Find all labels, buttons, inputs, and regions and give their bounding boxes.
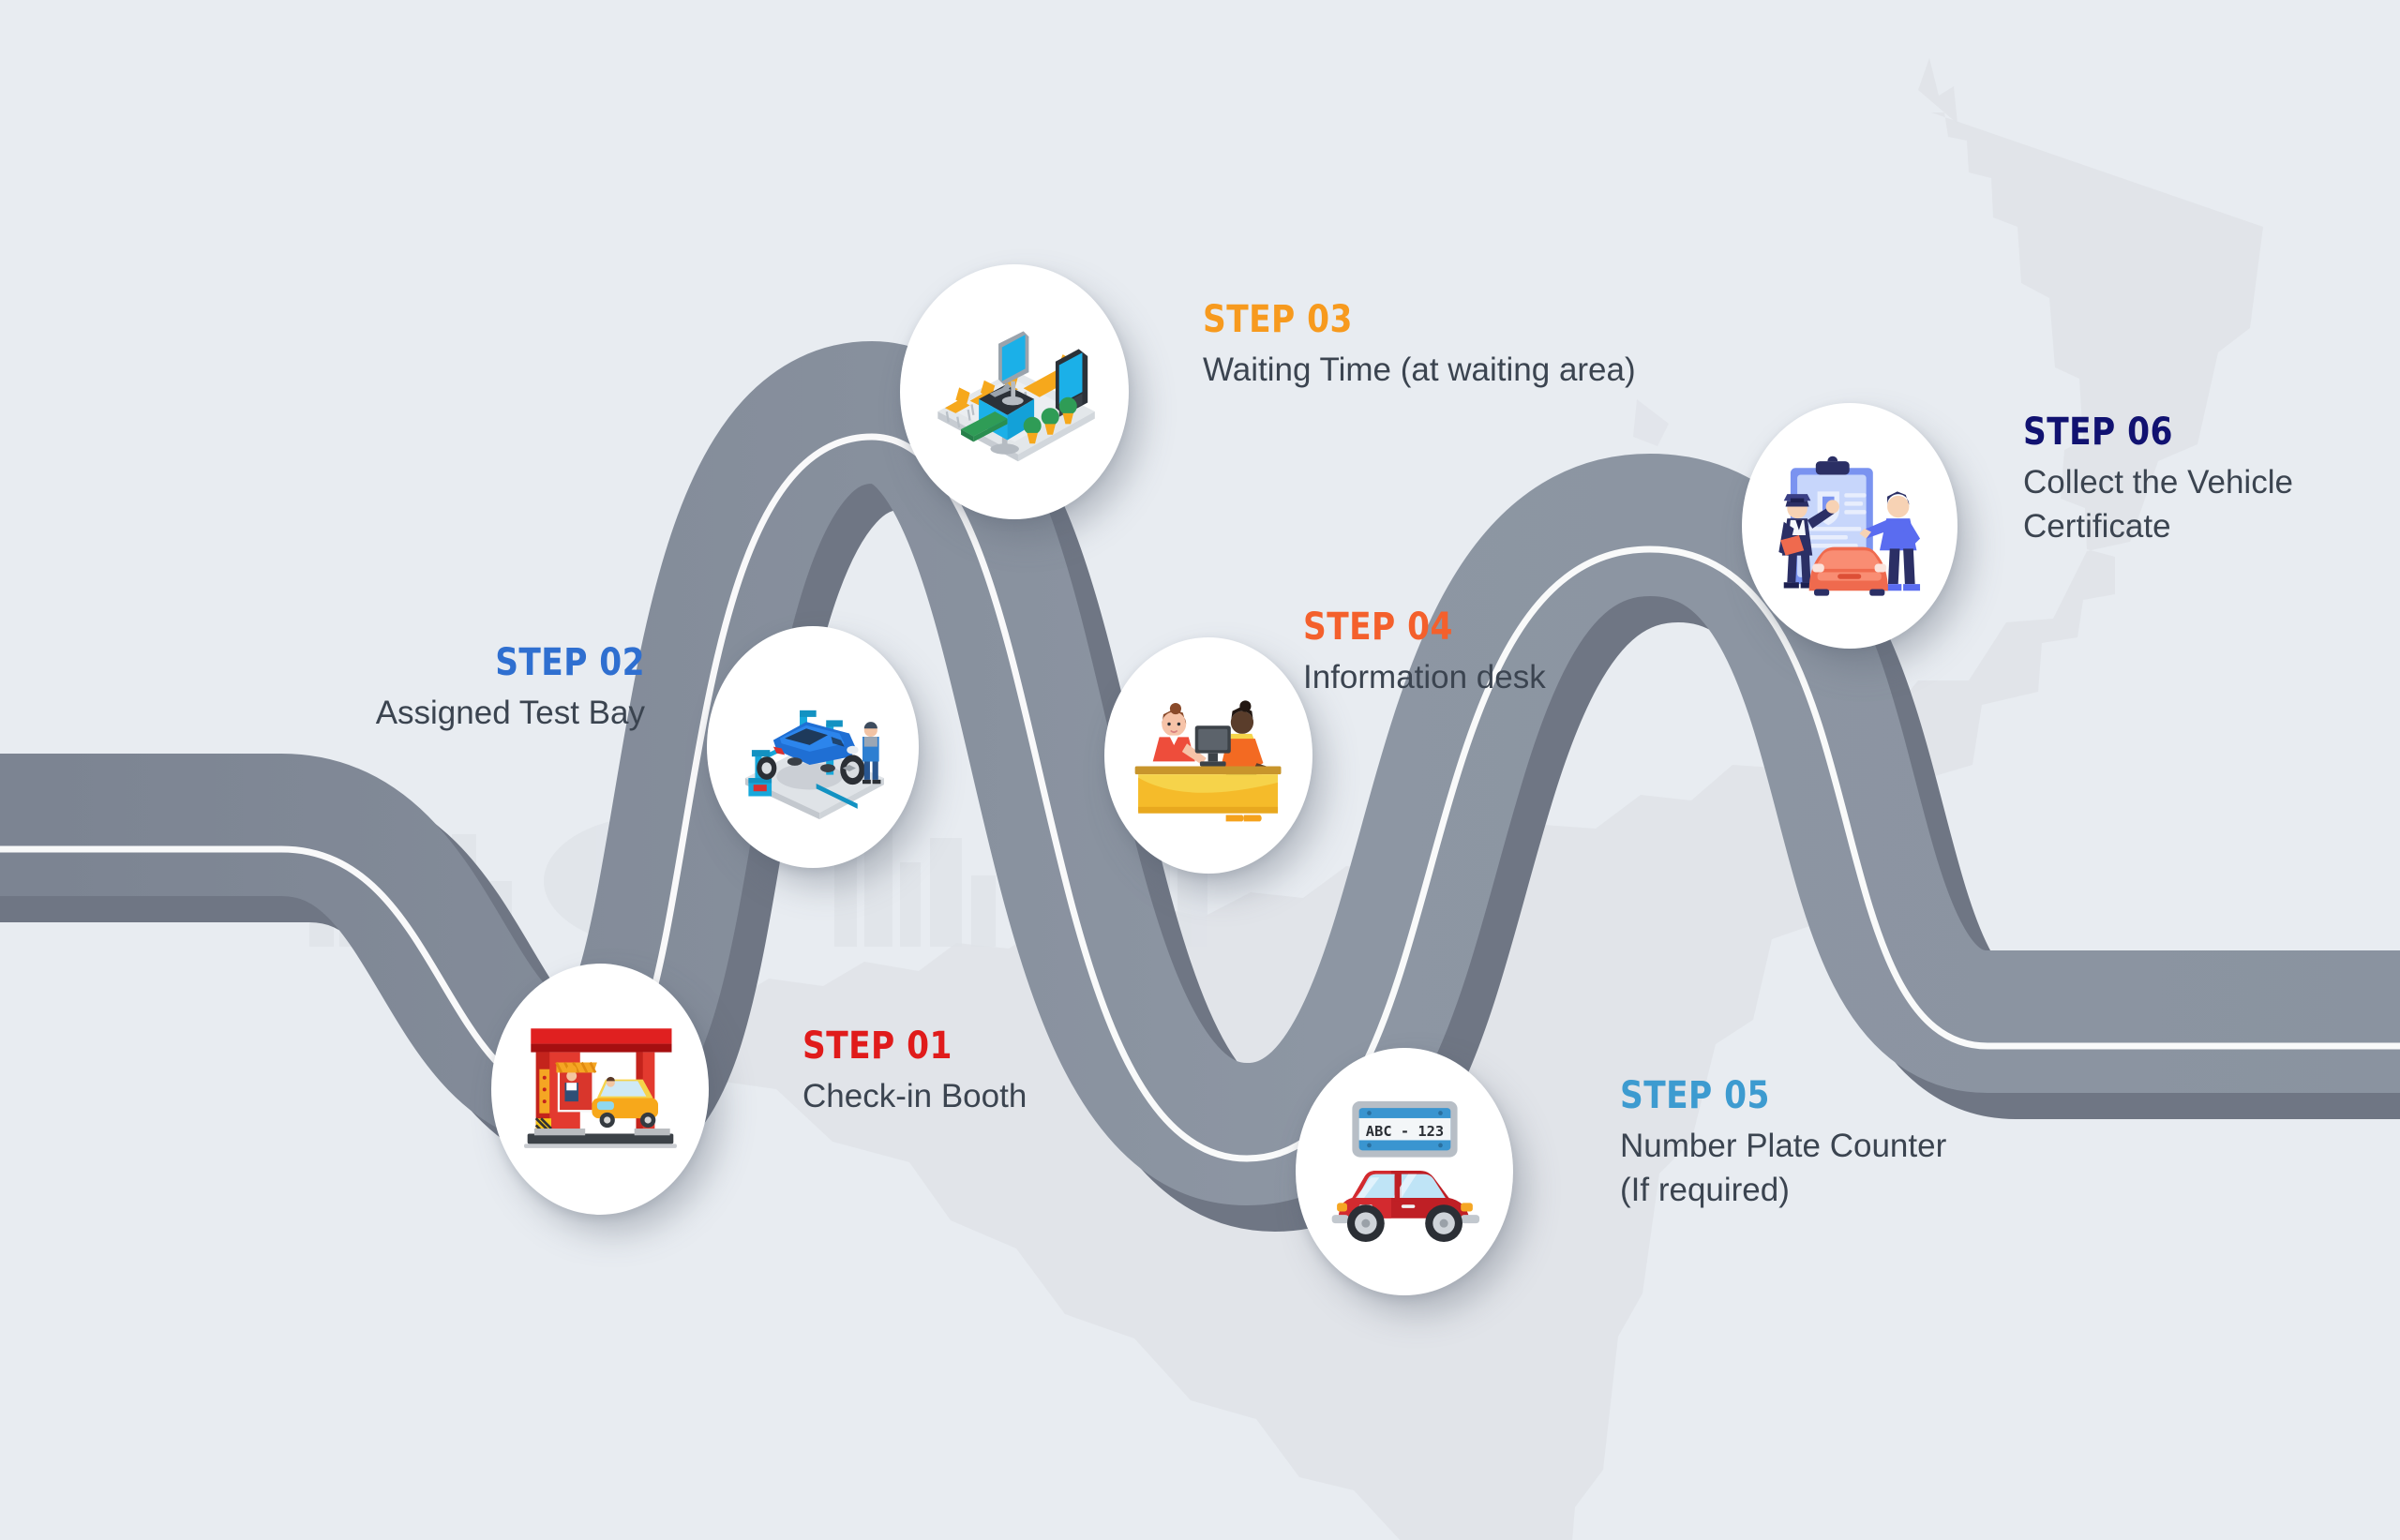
- step-label-05: STEP 05 Number Plate Counter (If require…: [1620, 1076, 2201, 1212]
- check-in-booth-icon: [523, 1028, 677, 1149]
- number-plate-text: ABC - 123: [1365, 1123, 1443, 1140]
- step-number-05: STEP 05: [1620, 1074, 1770, 1117]
- step-description-05: Number Plate Counter (If required): [1620, 1128, 1947, 1208]
- step-number-06: STEP 06: [2023, 411, 2173, 454]
- step-marker-02[interactable]: [707, 626, 919, 868]
- step-description-02: Assigned Test Bay: [375, 695, 645, 731]
- step-number-04: STEP 04: [1303, 606, 1453, 649]
- step-marker-06[interactable]: [1742, 403, 1958, 649]
- number-plate-car-icon: ABC - 123: [1331, 1100, 1479, 1243]
- step-description-01: Check-in Booth: [802, 1078, 1028, 1114]
- step-marker-01[interactable]: [491, 964, 709, 1215]
- step-label-04: STEP 04 Information desk: [1303, 607, 1828, 700]
- step-marker-04[interactable]: [1104, 637, 1312, 874]
- step-number-02: STEP 02: [495, 641, 645, 684]
- car-lift-test-bay-icon: [744, 710, 884, 820]
- step-number-01: STEP 01: [802, 1024, 952, 1068]
- step-description-06: Collect the Vehicle Certificate: [2023, 464, 2293, 545]
- vehicle-certificate-icon: [1778, 456, 1921, 596]
- step-number-03: STEP 03: [1203, 298, 1353, 341]
- information-desk-icon: [1135, 700, 1282, 822]
- step-description-04: Information desk: [1303, 659, 1546, 695]
- step-description-03: Waiting Time (at waiting area): [1203, 351, 1636, 388]
- step-label-02: STEP 02 Assigned Test Bay: [169, 643, 645, 736]
- step-label-01: STEP 01 Check-in Booth: [802, 1026, 1328, 1119]
- waiting-area-icon: [938, 331, 1095, 462]
- step-marker-05[interactable]: ABC - 123: [1296, 1048, 1513, 1295]
- step-label-03: STEP 03 Waiting Time (at waiting area): [1203, 300, 1840, 393]
- step-marker-03[interactable]: [900, 264, 1129, 519]
- step-label-06: STEP 06 Collect the Vehicle Certificate: [2023, 412, 2400, 548]
